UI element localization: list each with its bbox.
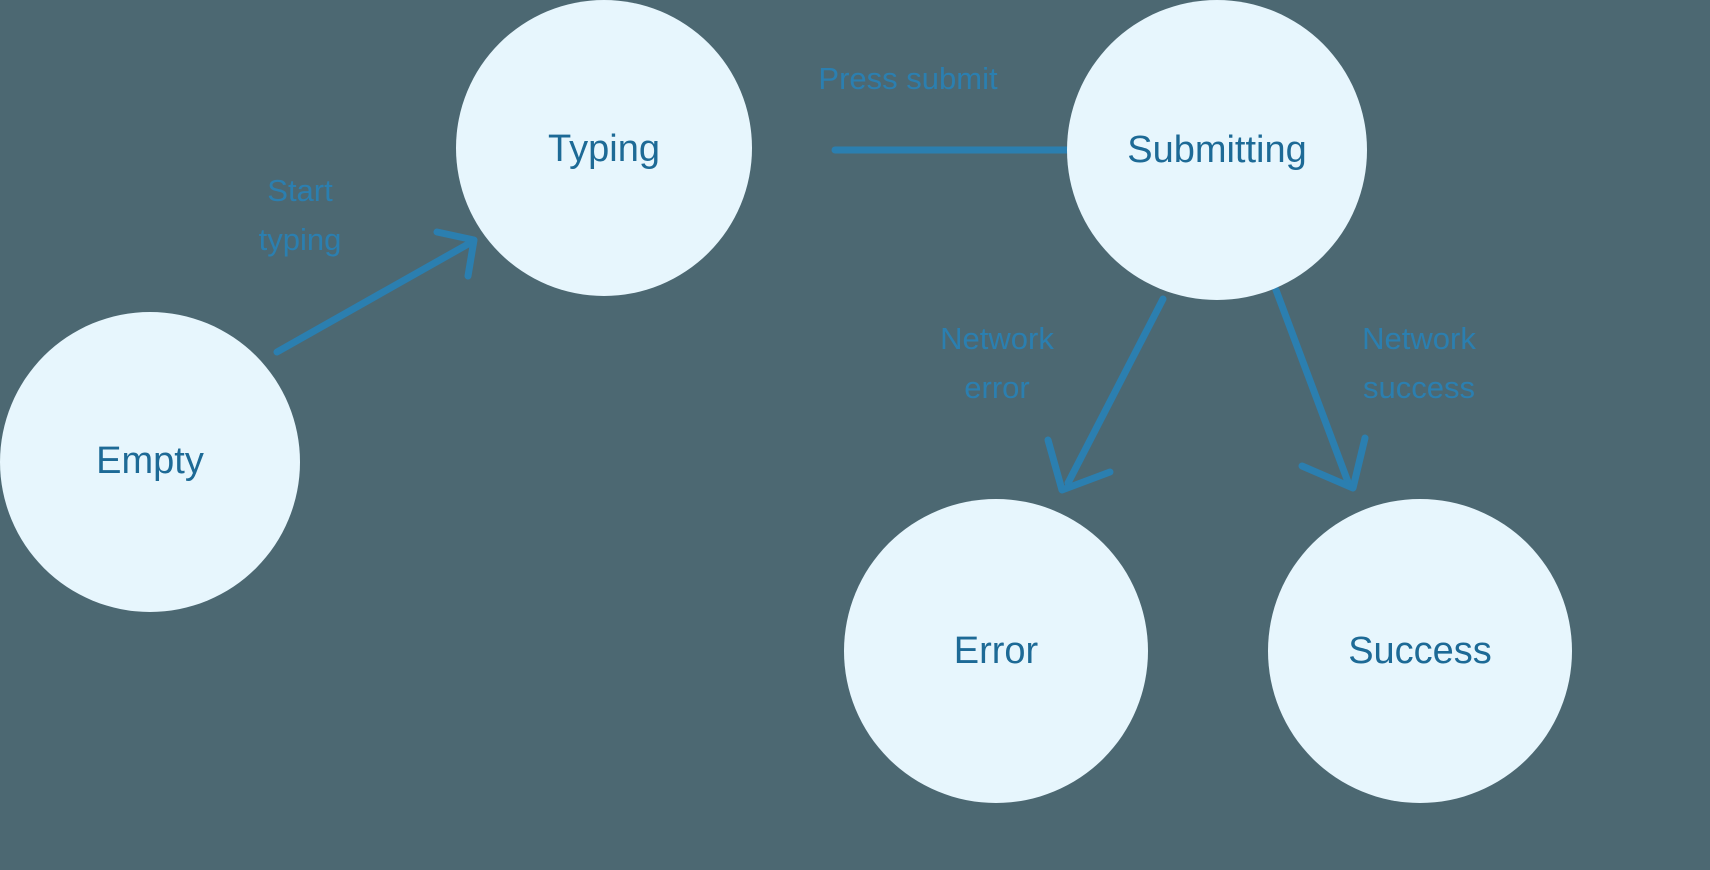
node-typing[interactable]: Typing bbox=[456, 0, 752, 296]
edge-submitting-to-success-arrowhead bbox=[1298, 434, 1369, 492]
node-typing-label: Typing bbox=[548, 128, 660, 170]
edge-label-network-error-line-2: error bbox=[964, 370, 1029, 405]
edge-label-network-error-line-1: Network bbox=[940, 321, 1054, 356]
edge-empty-to-typing bbox=[273, 228, 478, 356]
edge-label-network-success: Network success bbox=[1362, 321, 1476, 405]
edge-label-start-typing: Start typing bbox=[259, 173, 342, 257]
node-submitting-label: Submitting bbox=[1127, 129, 1307, 171]
edge-submitting-to-success bbox=[1272, 286, 1369, 492]
node-error-label: Error bbox=[954, 630, 1039, 672]
edge-empty-to-typing-line bbox=[273, 239, 474, 356]
node-submitting-circle[interactable] bbox=[1067, 0, 1367, 300]
node-empty-circle[interactable] bbox=[0, 312, 300, 612]
node-submitting[interactable]: Submitting bbox=[1067, 0, 1367, 300]
edge-label-press-submit-line-1: Press submit bbox=[818, 61, 998, 96]
edge-label-start-typing-line-2: typing bbox=[259, 222, 342, 257]
edge-submitting-to-error-arrowhead bbox=[1044, 436, 1114, 494]
edge-label-network-success-line-2: success bbox=[1363, 370, 1475, 405]
node-empty[interactable]: Empty bbox=[0, 312, 300, 612]
node-typing-circle[interactable] bbox=[456, 0, 752, 296]
edge-empty-to-typing-arrowhead bbox=[433, 228, 478, 280]
node-empty-label: Empty bbox=[96, 440, 204, 482]
edge-label-press-submit: Press submit bbox=[818, 61, 998, 96]
node-error[interactable]: Error bbox=[844, 499, 1148, 803]
edge-label-start-typing-line-1: Start bbox=[267, 173, 333, 208]
node-success-label: Success bbox=[1348, 630, 1492, 672]
node-error-circle[interactable] bbox=[844, 499, 1148, 803]
node-success[interactable]: Success bbox=[1268, 499, 1572, 803]
edge-submitting-to-error-line bbox=[1064, 295, 1167, 487]
edge-submitting-to-success-line bbox=[1272, 286, 1352, 486]
node-success-circle[interactable] bbox=[1268, 499, 1572, 803]
edge-label-network-error: Network error bbox=[940, 321, 1054, 405]
edge-label-network-success-line-1: Network bbox=[1362, 321, 1476, 356]
edge-submitting-to-error bbox=[1044, 295, 1167, 494]
